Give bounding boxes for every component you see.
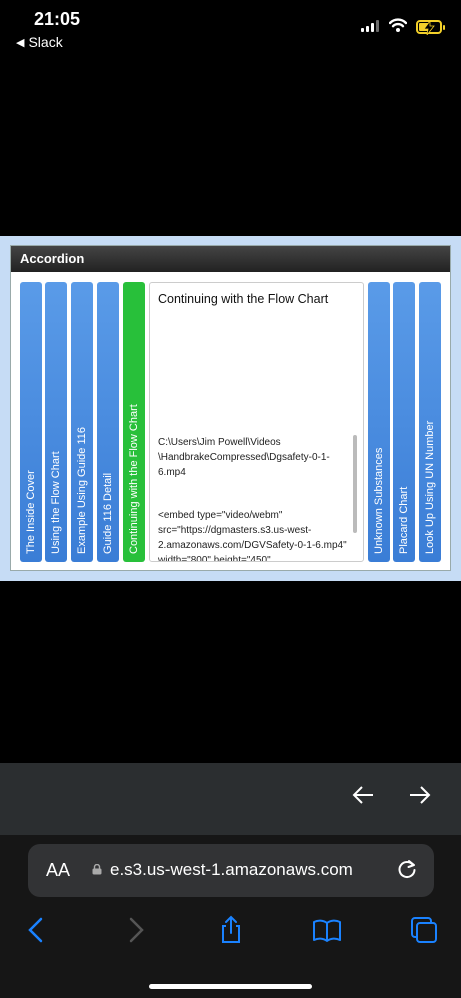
arrow-right-icon[interactable] xyxy=(408,783,432,807)
home-indicator[interactable] xyxy=(149,984,312,989)
back-app-label: Slack xyxy=(28,34,63,50)
content-scrollbar[interactable] xyxy=(353,435,357,533)
address-bar[interactable]: AA e.s3.us-west-1.amazonaws.com xyxy=(28,844,434,897)
page-nav-bar xyxy=(0,763,461,835)
status-time: 21:05 xyxy=(34,9,81,29)
bookmarks-icon[interactable] xyxy=(312,915,342,945)
arrow-left-icon[interactable] xyxy=(351,783,375,807)
embed-code-text: <embed type="video/webm" src="https://dg… xyxy=(158,510,347,562)
back-to-app-button[interactable]: ◀ Slack xyxy=(16,34,63,50)
status-bar: 21:05 ◀ Slack xyxy=(0,0,461,58)
tabs-icon[interactable] xyxy=(409,915,439,945)
tab-placard-chart[interactable]: Placard Chart xyxy=(393,282,415,562)
accordion-panel: Accordion The Inside Cover Using the Flo… xyxy=(10,245,451,571)
tab-using-flow-chart[interactable]: Using the Flow Chart xyxy=(45,282,67,562)
back-icon[interactable] xyxy=(22,915,52,945)
wifi-icon xyxy=(389,18,407,32)
tab-guide-116-detail[interactable]: Guide 116 Detail xyxy=(97,282,119,562)
tab-unknown-substances[interactable]: Unknown Substances xyxy=(368,282,390,562)
video-path-text: C:\Users\Jim Powell\Videos \HandbrakeCom… xyxy=(158,437,330,478)
browser-toolbar: AA e.s3.us-west-1.amazonaws.com xyxy=(0,835,461,998)
tab-look-up-un-number[interactable]: Look Up Using UN Number xyxy=(419,282,441,562)
accordion-content[interactable]: Continuing with the Flow Chart C:\Users\… xyxy=(149,282,364,562)
content-frame: Accordion The Inside Cover Using the Flo… xyxy=(0,236,461,581)
tab-inside-cover[interactable]: The Inside Cover xyxy=(20,282,42,562)
share-icon[interactable] xyxy=(216,915,246,945)
tab-example-guide-116[interactable]: Example Using Guide 116 xyxy=(71,282,93,562)
tab-continuing-flow-chart[interactable]: Continuing with the Flow Chart xyxy=(123,282,145,562)
forward-icon[interactable] xyxy=(120,915,150,945)
back-triangle-icon: ◀ xyxy=(16,36,25,49)
content-heading: Continuing with the Flow Chart xyxy=(158,292,329,306)
battery-charging-icon xyxy=(416,20,445,35)
cellular-signal-icon xyxy=(361,20,379,32)
url-text: e.s3.us-west-1.amazonaws.com xyxy=(110,860,353,879)
accordion-title: Accordion xyxy=(11,246,450,272)
reader-aa-button[interactable]: AA xyxy=(46,860,71,880)
lock-icon xyxy=(92,864,102,875)
reload-icon[interactable] xyxy=(396,858,418,880)
